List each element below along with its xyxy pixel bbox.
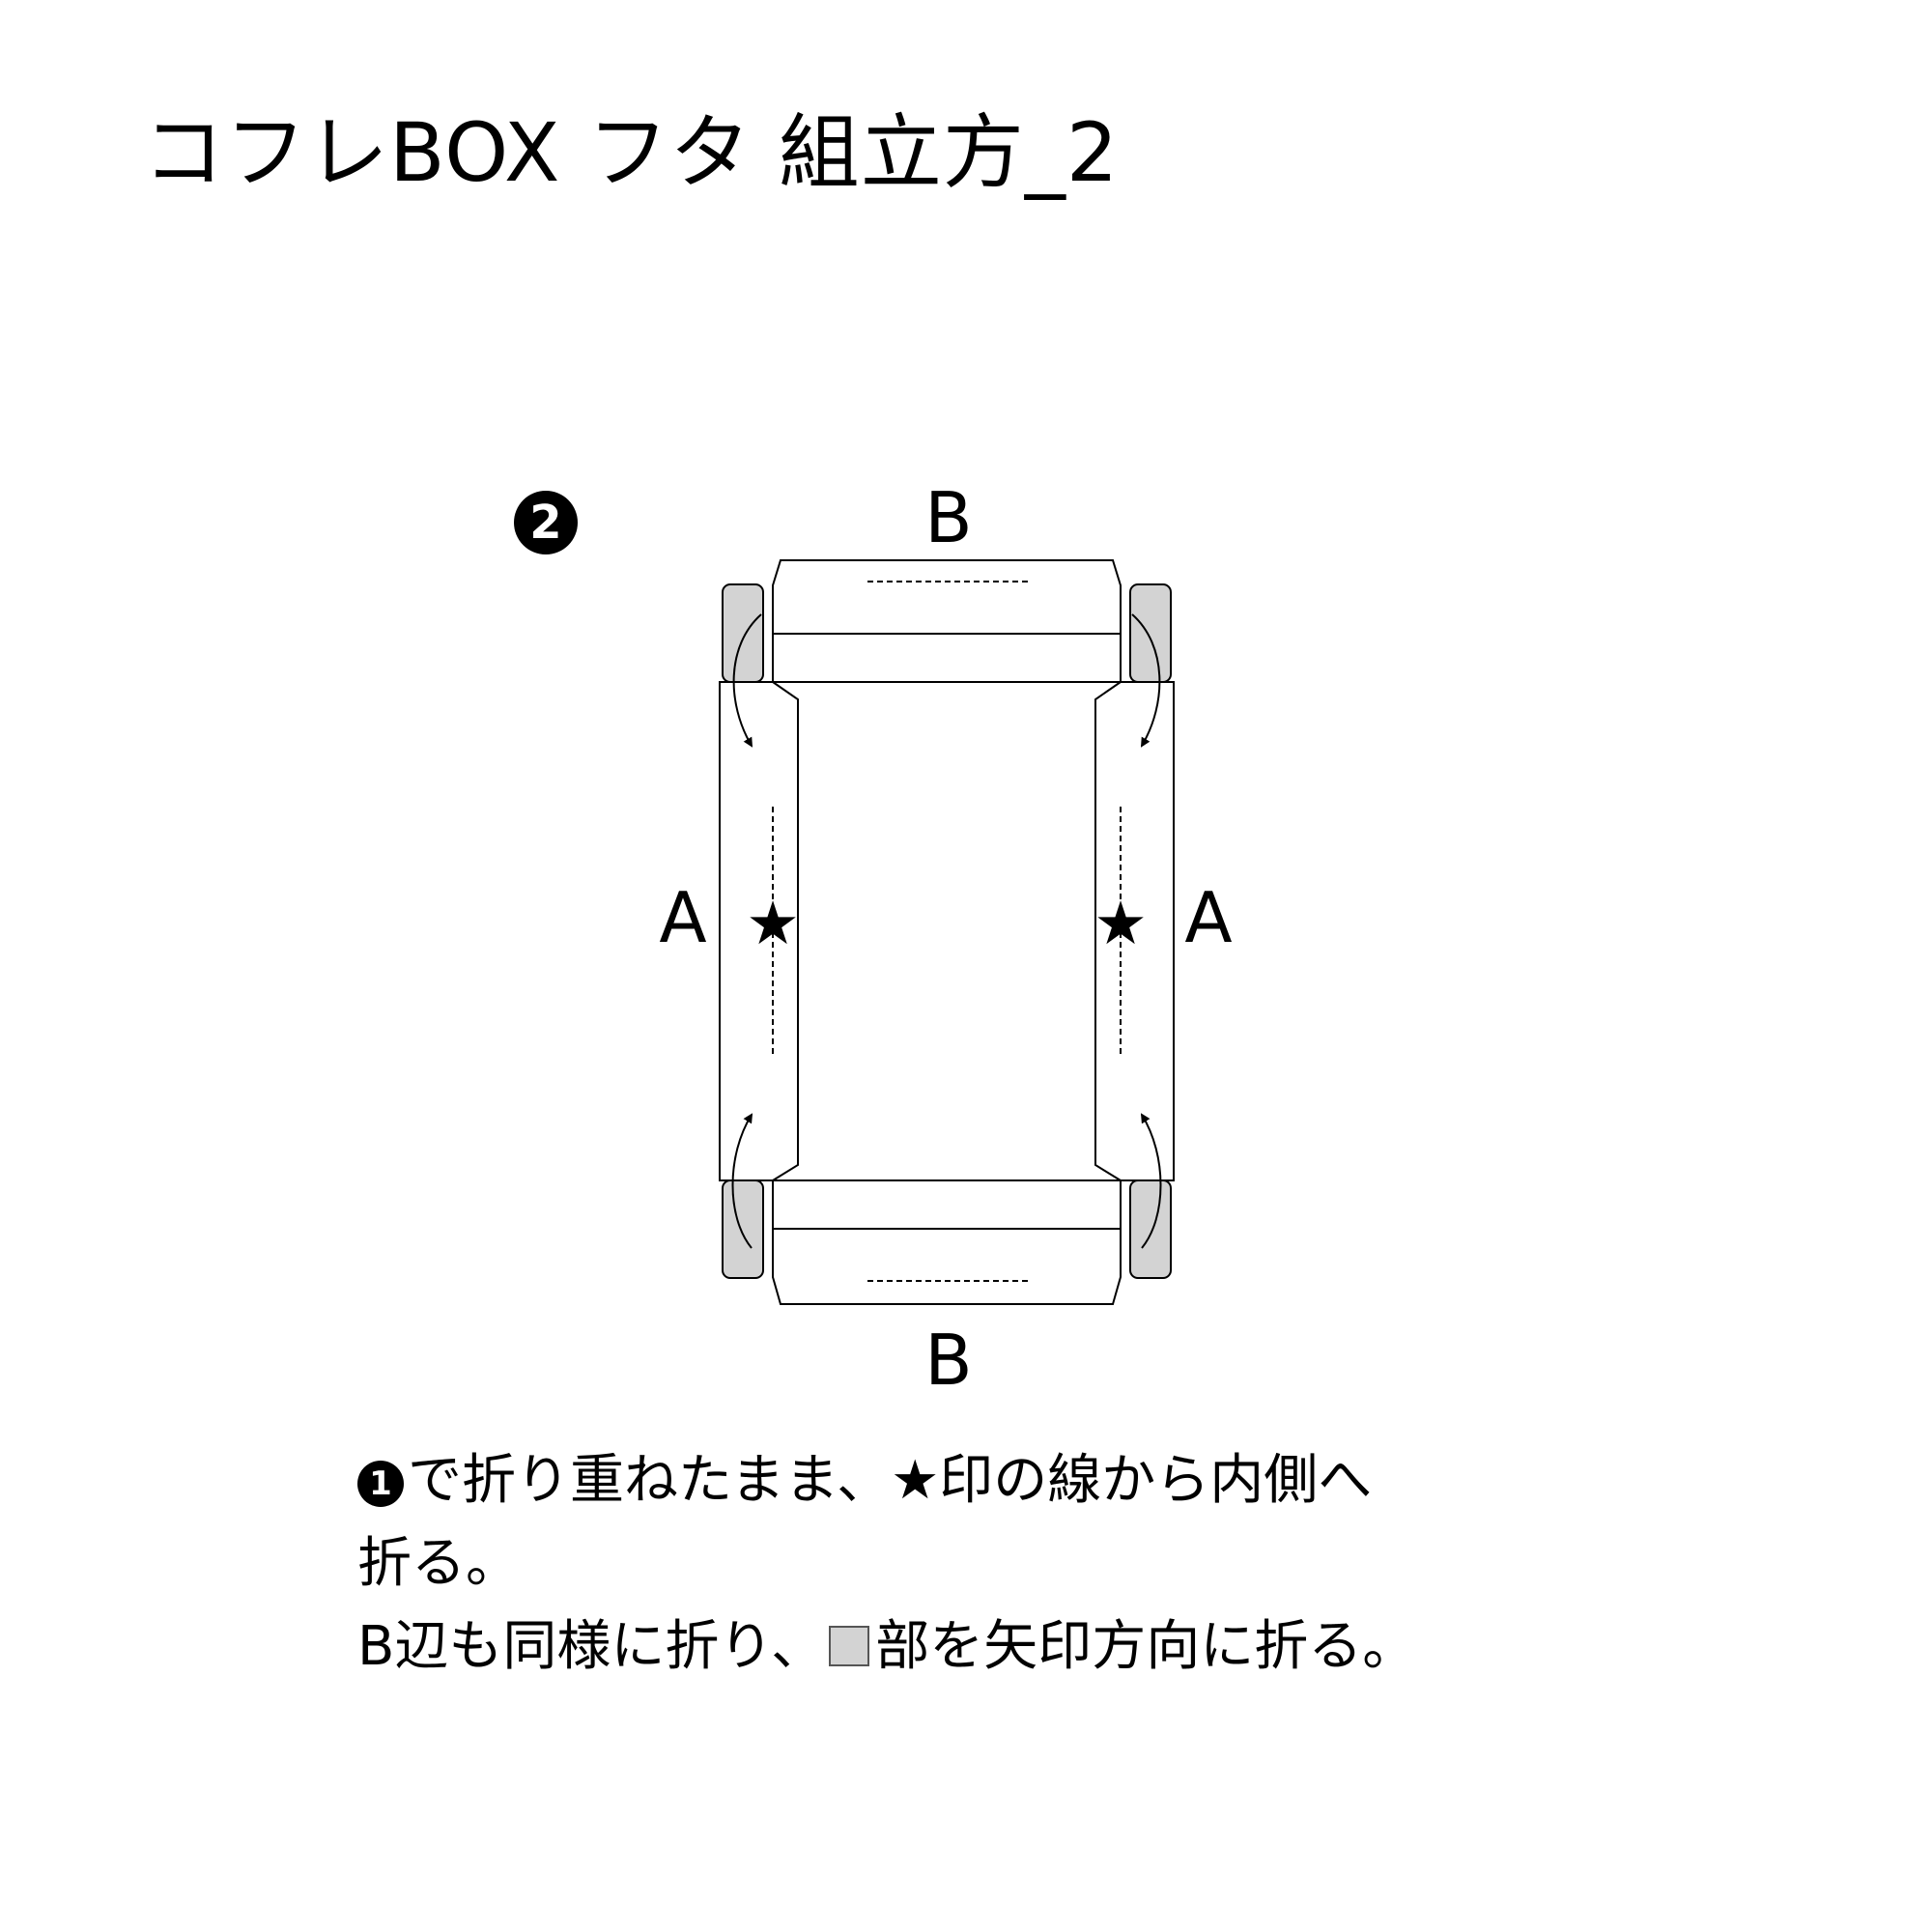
- instruction-line-2: 折る。: [357, 1532, 520, 1595]
- instruction-line-3: B辺も同様に折り、部を矢印方向に折る。: [357, 1605, 1613, 1689]
- label-a-right: A: [1184, 877, 1233, 958]
- instruction-line-1-text: で折り重ねたまま、★印の線から内側へ: [408, 1449, 1373, 1512]
- instruction-line-3-after: 部を矢印方向に折る。: [875, 1615, 1417, 1678]
- arrow-bottom-right: [1140, 1113, 1162, 1249]
- star-right: ★: [1094, 888, 1148, 958]
- label-a-left: A: [659, 877, 707, 958]
- step-number-badge: 2: [514, 491, 578, 554]
- left-a-side-panel: [772, 681, 799, 1181]
- corner-tab-bottom-left: [722, 1179, 764, 1279]
- lid-base-panel: [719, 681, 1175, 1181]
- top-b-outer-panel: [772, 559, 1122, 635]
- step-ref-badge: 1: [357, 1461, 404, 1507]
- bottom-b-inner-panel: [772, 1179, 1122, 1230]
- arrow-top-left: [732, 613, 762, 748]
- label-b-top: B: [924, 477, 973, 558]
- grey-square-swatch-icon: [829, 1626, 870, 1666]
- corner-tab-top-left: [722, 583, 764, 683]
- star-left: ★: [746, 888, 800, 958]
- corner-tab-top-right: [1129, 583, 1172, 683]
- arrow-bottom-left: [731, 1113, 753, 1249]
- bottom-b-outer-panel: [772, 1228, 1122, 1305]
- arrow-top-right: [1131, 613, 1161, 748]
- label-b-bottom: B: [924, 1320, 973, 1401]
- top-b-inner-panel: [772, 633, 1122, 683]
- instruction-line-3-before: B辺も同様に折り、: [357, 1615, 826, 1678]
- corner-tab-bottom-right: [1129, 1179, 1172, 1279]
- right-a-side-panel: [1094, 681, 1122, 1181]
- page-title: コフレBOX フタ 組立方_2: [143, 105, 1120, 200]
